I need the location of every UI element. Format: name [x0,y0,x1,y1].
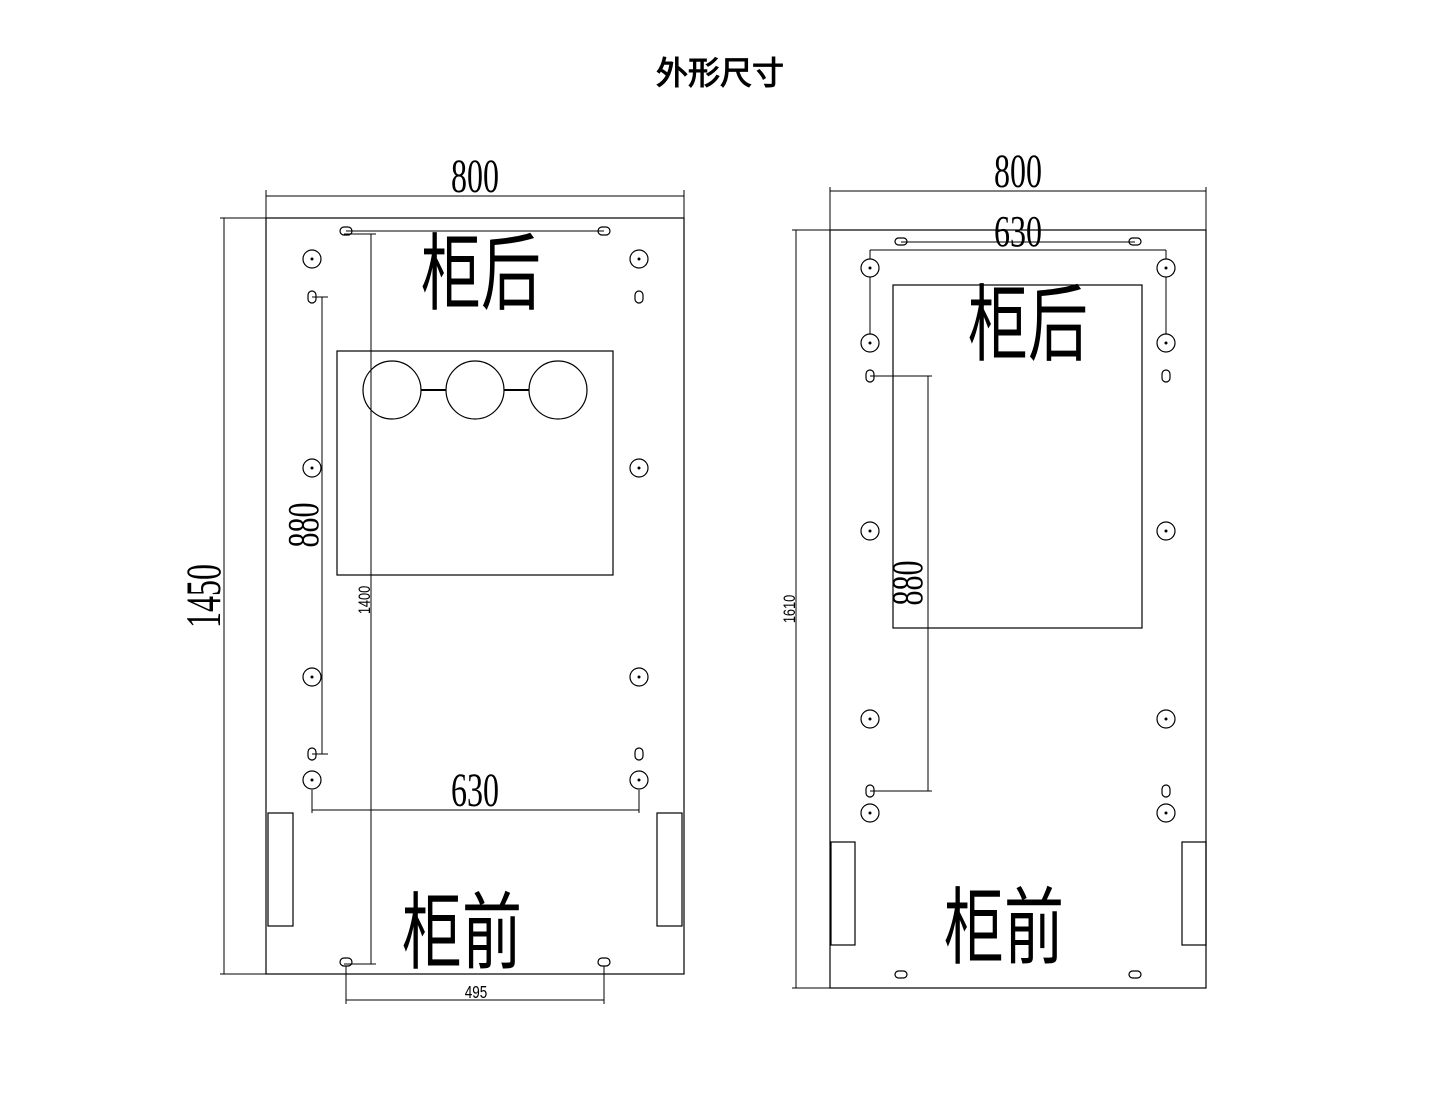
right-inner-width-dimension: 630 [994,208,1042,256]
right-height-dimension: 1610 [782,595,800,623]
right-bolt-holes [860,258,1176,823]
right-rear-label: 柜后 [968,277,1088,375]
left-bolt-holes [302,249,649,790]
drawing-title: 外形尺寸 [656,54,784,92]
left-cabinet-view: 800 1450 1400 495 柜后 [177,150,685,1004]
left-foot-right [656,812,683,927]
left-slot-span-dimension: 495 [465,984,487,1003]
right-cabinet-view: 800 630 1610 柜后 [782,145,1207,989]
right-foot-left [830,841,856,946]
left-foot-left [267,812,294,927]
right-foot-right [1181,841,1207,946]
right-front-label: 柜前 [944,880,1064,978]
left-bolt-width-dimension: 630 [451,764,499,817]
right-cabinet-outline [829,229,1207,989]
left-inner-height-dimension: 1400 [357,586,375,614]
right-bolt-span-dimension: 880 [883,561,932,606]
left-cable-window [336,350,614,576]
right-width-dimension: 800 [994,145,1042,198]
left-front-label: 柜前 [402,885,522,983]
left-height-dimension: 1450 [177,564,232,628]
left-bolt-span-dimension: 880 [279,503,328,548]
left-rear-label: 柜后 [421,226,541,324]
right-cable-window [892,284,1143,629]
left-width-dimension: 800 [451,150,499,203]
left-cabinet-outline [265,217,685,975]
